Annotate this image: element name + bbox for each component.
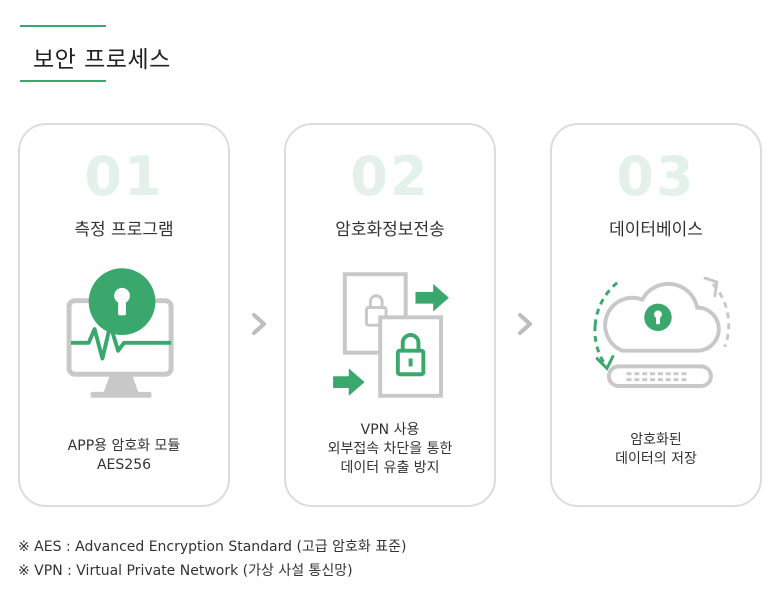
- step-desc-line: 외부접속 차단을 통한: [327, 441, 453, 457]
- footnote-vpn: ※ VPN : Virtual Private Network (가상 사설 통…: [18, 563, 353, 579]
- step-desc-line: VPN 사용: [360, 422, 420, 438]
- step-desc-line: AES256: [96, 457, 152, 473]
- step-card-3: 03 데이터베이스 암호화된 데이터의 저장: [550, 123, 762, 507]
- step-desc-line: APP용 암호화 모듈: [67, 438, 181, 454]
- step-title: 데이터베이스: [609, 220, 703, 240]
- cloud-lock-server-sync-icon: [593, 276, 731, 388]
- step-description: 암호화된 데이터의 저장: [552, 431, 760, 469]
- step-description: APP용 암호화 모듈 AES256: [20, 437, 228, 475]
- step-number: 03: [616, 145, 696, 208]
- step-title: 암호화정보전송: [335, 220, 445, 240]
- step-desc-line: 데이터의 저장: [615, 451, 697, 467]
- chevron-right-icon: [252, 313, 266, 335]
- page-title: 보안 프로세스: [33, 47, 171, 73]
- step-desc-line: 암호화된: [630, 432, 682, 448]
- footnote-aes: ※ AES : Advanced Encryption Standard (고급…: [18, 539, 407, 555]
- chevron-right-icon: [518, 313, 532, 335]
- title-bottom-line: [20, 80, 106, 82]
- step-number: 02: [350, 145, 430, 208]
- step-description: VPN 사용 외부접속 차단을 통한 데이터 유출 방지: [286, 421, 494, 478]
- step-title: 측정 프로그램: [74, 220, 174, 240]
- monitor-lock-heartbeat-icon: [66, 268, 174, 398]
- step-number: 01: [84, 145, 164, 208]
- step-card-1: 01 측정 프로그램 APP용 암호화 모듈 AES256: [18, 123, 230, 507]
- step-card-2: 02 암호화정보전송 VPN 사용 외부접속 차단을 통한 데이터 유출 방지: [284, 123, 496, 507]
- step-desc-line: 데이터 유출 방지: [340, 460, 440, 476]
- title-top-line: [20, 25, 106, 27]
- documents-lock-transfer-icon: [333, 272, 449, 398]
